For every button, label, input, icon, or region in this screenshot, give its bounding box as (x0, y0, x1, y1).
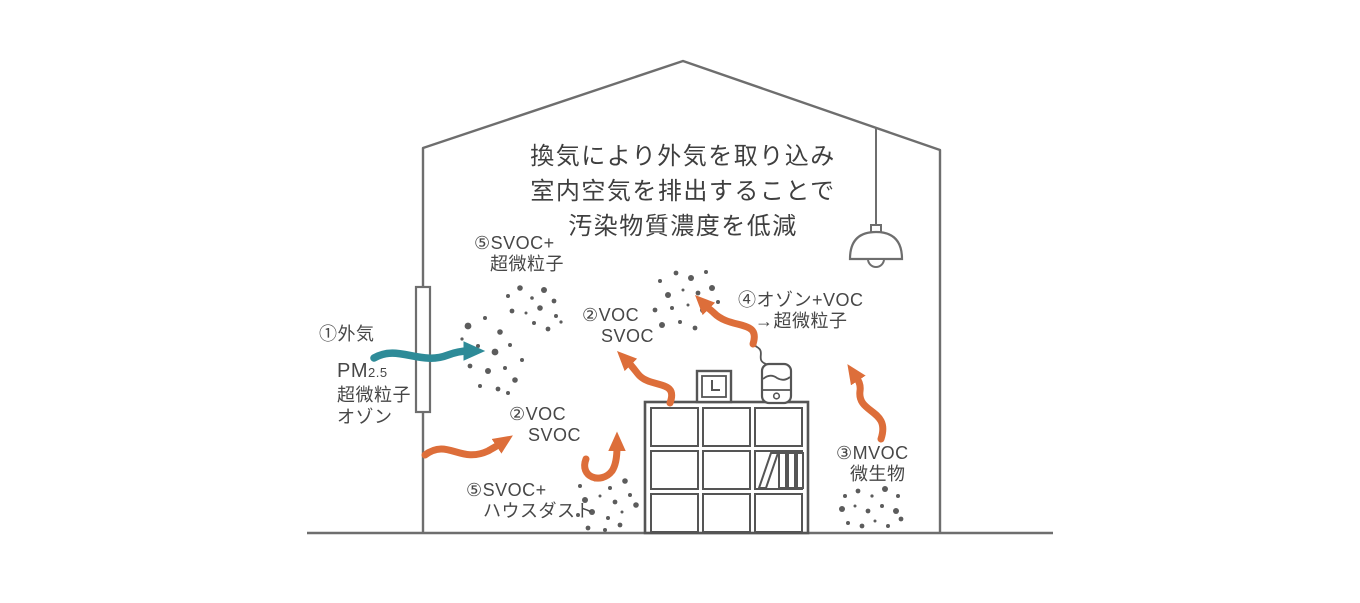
arrow-ozone-voc (695, 295, 758, 348)
particle-cluster-upper-left (506, 285, 563, 332)
label-voc-svoc-lower: ②VOC SVOC (509, 404, 582, 445)
title-line-2: 室内空気を排出することで (530, 178, 836, 205)
label-outdoor-pollutants: PM2.5 超微粒子 オゾン (337, 360, 411, 427)
particle-cluster-window (460, 316, 524, 395)
diffuser (760, 362, 793, 405)
books (757, 452, 804, 489)
pm-label: PM2.5 (337, 360, 388, 382)
label-mvoc: ③MVOC 微生物 (836, 443, 909, 484)
particle-cluster-bottom-middle (576, 476, 639, 532)
arrow-mvoc-up (847, 364, 887, 443)
label-ozone-voc: ④オゾン+VOC →超微粒子 (738, 290, 864, 331)
label-svoc-ultrafine-top: ⑤SVOC+ 超微粒子 (474, 233, 564, 274)
title-line-3: 汚染物質濃度を低減 (568, 213, 798, 240)
arrow-outdoor-air-in (370, 341, 486, 362)
arrow-voc-lower (421, 435, 513, 459)
arrow-voc-upper (617, 351, 676, 407)
particle-cluster-top-middle (652, 270, 720, 331)
particle-cluster-right (839, 486, 904, 529)
clock (695, 369, 733, 404)
title-line-1: 換気により外気を取り込み (530, 143, 836, 170)
arrow-housedust-up (581, 431, 626, 482)
label-voc-svoc-upper: ②VOC SVOC (582, 305, 655, 346)
diagram-title: 換気により外気を取り込み 室内空気を排出することで 汚染物質濃度を低減 (483, 139, 883, 244)
window (414, 285, 432, 414)
label-svoc-housedust: ⑤SVOC+ ハウスダスト (466, 480, 594, 521)
house-outline (421, 59, 942, 533)
label-outdoor-air: ①外気 (319, 324, 375, 344)
pendant-lamp (848, 128, 904, 268)
